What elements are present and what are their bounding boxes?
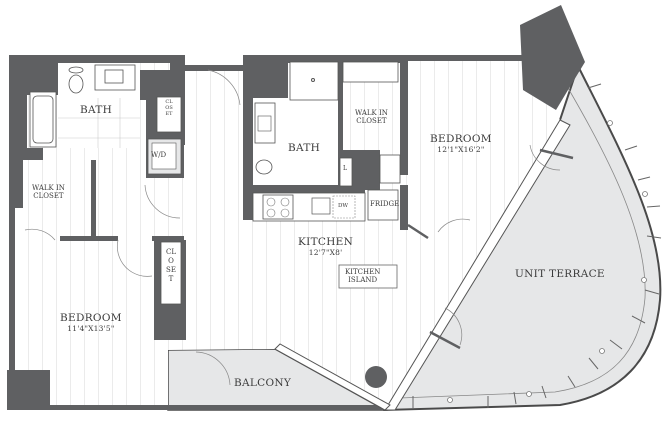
linen-label: L	[343, 165, 347, 172]
column	[365, 366, 387, 388]
bath-right-label: BATH	[288, 142, 321, 154]
bath-left-tiles	[58, 98, 140, 148]
kitchen-label: KITCHEN 12'7"X8'	[298, 236, 354, 257]
bedroom-second-label: BEDROOM 11'4"X13'5"	[60, 312, 122, 333]
closet-top-label: CLOSET	[165, 99, 173, 117]
kitchen-island-box	[338, 264, 398, 289]
unit-terrace-area	[383, 63, 662, 412]
closet-mid-box	[160, 241, 182, 305]
kitchen-counter	[252, 189, 399, 222]
dishwasher-label: DW	[338, 203, 349, 209]
washer-dryer-label: W/D	[151, 151, 167, 159]
terrace-railing-segments	[412, 83, 662, 409]
bath-right-fixtures	[253, 61, 401, 187]
bedroom-master-label: BEDROOM 12'1"X16'2"	[430, 133, 492, 154]
bath-left-label: BATH	[80, 104, 113, 116]
bath-left-fixtures	[29, 63, 140, 148]
balcony-label: BALCONY	[234, 377, 292, 389]
unit-terrace-label: UNIT TERRACE	[515, 268, 605, 280]
terrace-lights	[447, 120, 648, 403]
window-wall	[274, 119, 571, 411]
closet-top-box	[156, 96, 182, 133]
closet-mid-label: CLOSET	[166, 248, 177, 283]
door-leaves	[407, 148, 574, 350]
door-swings	[24, 69, 561, 386]
fridge-label: FRIDGE	[370, 200, 400, 208]
